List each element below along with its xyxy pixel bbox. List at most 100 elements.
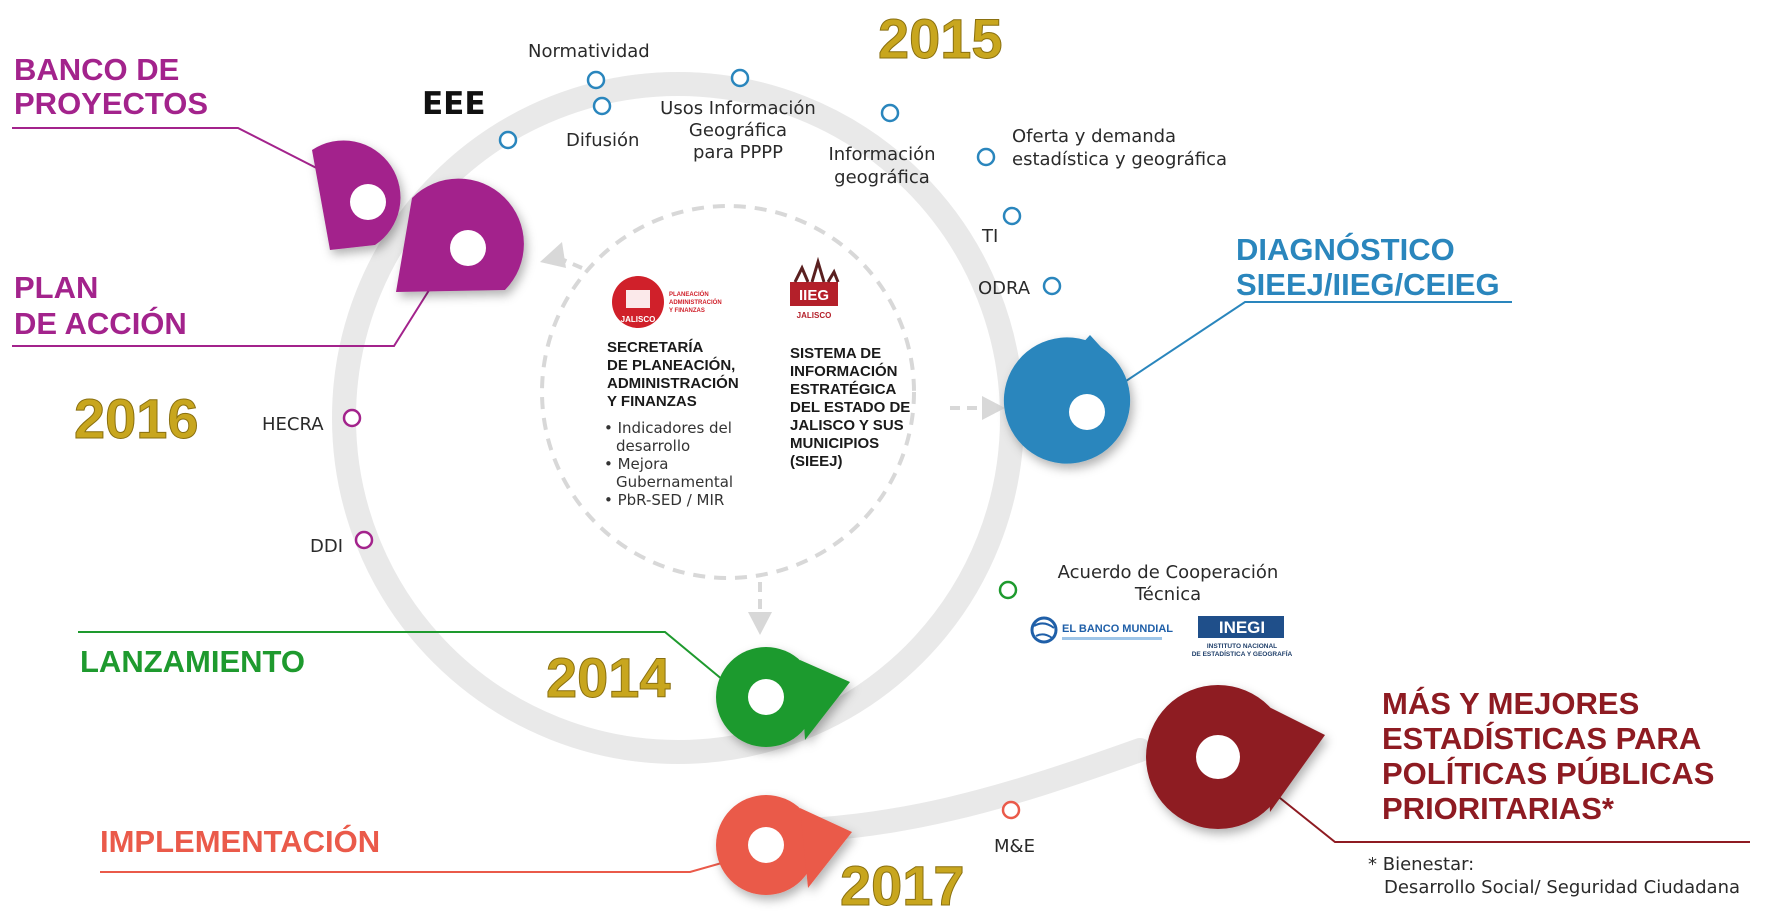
svg-text:EL BANCO MUNDIAL: EL BANCO MUNDIAL: [1062, 623, 1173, 635]
label-infogeo: Información geográfica: [828, 144, 935, 188]
svg-text:estadística y geográfica: estadística y geográfica: [1012, 149, 1227, 170]
svg-text:Y FINANZAS: Y FINANZAS: [607, 393, 697, 410]
svg-text:INFORMACIÓN: INFORMACIÓN: [790, 362, 898, 380]
connector-banco: [12, 127, 341, 181]
label-odra: ODRA: [978, 278, 1031, 299]
svg-text:POLÍTICAS PÚBLICAS: POLÍTICAS PÚBLICAS: [1382, 755, 1714, 791]
svg-text:JALISCO Y SUS: JALISCO Y SUS: [790, 417, 904, 434]
svg-text:DE ACCIÓN: DE ACCIÓN: [14, 305, 187, 341]
svg-text:BANCO DE: BANCO DE: [14, 52, 179, 87]
dot-odra: [1042, 276, 1062, 296]
connector-diagnostico: [1119, 301, 1512, 386]
svg-text:DE ESTADÍSTICA Y GEOGRAFÍA: DE ESTADÍSTICA Y GEOGRAFÍA: [1192, 649, 1293, 658]
svg-text:ADMINISTRACIÓN: ADMINISTRACIÓN: [669, 298, 722, 306]
arrow-right: [950, 396, 1005, 420]
connector-lanzamiento: [78, 631, 736, 691]
svg-text:Información: Información: [828, 144, 935, 165]
dot-eee: [498, 130, 518, 150]
stage-banco: BANCO DE PROYECTOS: [14, 52, 208, 121]
svg-text:desarrollo: desarrollo: [616, 437, 690, 455]
svg-text:Usos Información: Usos Información: [660, 98, 816, 119]
label-acuerdo: Acuerdo de Cooperación Técnica: [1058, 562, 1279, 605]
label-usos: Usos Información Geográfica para PPPP: [660, 98, 816, 163]
year-2016: 2016: [74, 387, 199, 450]
svg-text:ESTADÍSTICAS PARA: ESTADÍSTICAS PARA: [1382, 721, 1701, 756]
pin-lanzamiento: [716, 647, 850, 747]
svg-text:MUNICIPIOS: MUNICIPIOS: [790, 435, 879, 452]
svg-text:JALISCO: JALISCO: [797, 311, 832, 320]
svg-text:MÁS Y MEJORES: MÁS Y MEJORES: [1382, 686, 1639, 721]
stage-goal: MÁS Y MEJORES ESTADÍSTICAS PARA POLÍTICA…: [1382, 686, 1714, 826]
dot-acuerdo: [998, 580, 1018, 600]
connector-goal: [1269, 789, 1750, 843]
milestone-dots: [342, 68, 1062, 820]
year-2014: 2014: [546, 646, 671, 709]
svg-text:SECRETARÍA: SECRETARÍA: [607, 339, 704, 356]
svg-text:JALISCO: JALISCO: [621, 315, 656, 324]
svg-text:DEL ESTADO DE: DEL ESTADO DE: [790, 399, 910, 416]
pin-banco: [312, 140, 401, 250]
dot-me: [1001, 800, 1021, 820]
svg-text:Desarrollo Social/ Seguridad C: Desarrollo Social/ Seguridad Ciudadana: [1384, 877, 1740, 898]
pin-goal: [1146, 685, 1325, 829]
iieg-logo: IIEG JALISCO: [790, 256, 840, 320]
svg-text:para PPPP: para PPPP: [693, 142, 783, 163]
svg-text:Acuerdo de Cooperación: Acuerdo de Cooperación: [1058, 562, 1279, 583]
dot-ddi: [354, 530, 374, 550]
sistema-block: SISTEMA DE INFORMACIÓN ESTRATÉGICA DEL E…: [790, 345, 910, 470]
svg-text:PLAN: PLAN: [14, 270, 98, 305]
svg-text:• Indicadores del: • Indicadores del: [604, 419, 732, 437]
label-oferta: Oferta y demanda estadística y geográfic…: [1012, 126, 1227, 170]
svg-text:SISTEMA DE: SISTEMA DE: [790, 345, 881, 362]
svg-text:PRIORITARIAS*: PRIORITARIAS*: [1382, 791, 1615, 826]
dot-oferta: [976, 147, 996, 167]
svg-text:Gubernamental: Gubernamental: [616, 473, 733, 491]
stage-implementacion: IMPLEMENTACIÓN: [100, 823, 380, 859]
label-difusion: Difusión: [566, 130, 639, 151]
svg-text:• Mejora: • Mejora: [604, 455, 669, 473]
label-ti: TI: [981, 226, 998, 247]
label-ddi: DDI: [310, 536, 343, 557]
svg-text:INSTITUTO NACIONAL: INSTITUTO NACIONAL: [1207, 643, 1277, 650]
dot-usos: [730, 68, 750, 88]
pin-plan: [396, 178, 524, 292]
svg-text:PROYECTOS: PROYECTOS: [14, 86, 208, 121]
year-2017: 2017: [840, 854, 965, 915]
stage-plan: PLAN DE ACCIÓN: [14, 270, 187, 341]
svg-text:DE PLANEACIÓN,: DE PLANEACIÓN,: [607, 356, 735, 374]
center-dashed-circle: [540, 204, 916, 580]
stage-diagnostico: DIAGNÓSTICO SIEEJ/IIEG/CEIEG: [1236, 231, 1500, 302]
dot-hecra: [342, 408, 362, 428]
svg-text:IIEG: IIEG: [799, 287, 829, 304]
year-2015: 2015: [878, 7, 1003, 70]
label-normatividad: Normatividad: [528, 41, 650, 62]
banco-mundial-logo: EL BANCO MUNDIAL: [1030, 616, 1173, 644]
svg-text:* Bienestar:: * Bienestar:: [1368, 854, 1474, 875]
svg-text:PLANEACIÓN: PLANEACIÓN: [669, 290, 709, 298]
svg-text:Oferta y demanda: Oferta y demanda: [1012, 126, 1176, 147]
arrow-left: [540, 242, 583, 270]
dot-normatividad: [586, 70, 606, 90]
dot-difusion-top: [592, 96, 612, 116]
dot-infogeo: [880, 103, 900, 123]
secretaria-block: SECRETARÍA DE PLANEACIÓN, ADMINISTRACIÓN…: [607, 339, 739, 410]
label-hecra: HECRA: [262, 414, 324, 435]
svg-text:Geográfica: Geográfica: [689, 120, 787, 141]
svg-text:Y FINANZAS: Y FINANZAS: [669, 308, 705, 314]
pin-diagnostico: [1003, 335, 1131, 464]
svg-text:• PbR-SED / MIR: • PbR-SED / MIR: [604, 491, 724, 509]
dot-ti: [1002, 206, 1022, 226]
svg-text:SIEEJ/IIEG/CEIEG: SIEEJ/IIEG/CEIEG: [1236, 267, 1500, 302]
svg-text:DIAGNÓSTICO: DIAGNÓSTICO: [1236, 231, 1455, 267]
label-me: M&E: [994, 836, 1035, 857]
svg-text:(SIEEJ): (SIEEJ): [790, 453, 843, 470]
footnote: * Bienestar: Desarrollo Social/ Segurida…: [1368, 854, 1740, 898]
arrow-down: [748, 582, 772, 635]
eee-label: EEE: [422, 86, 486, 122]
secretaria-bullets: • Indicadores del desarrollo • Mejora Gu…: [604, 419, 733, 509]
svg-text:ESTRATÉGICA: ESTRATÉGICA: [790, 381, 897, 398]
inegi-logo: INEGI INSTITUTO NACIONAL DE ESTADÍSTICA …: [1192, 616, 1293, 658]
pin-implementacion: [716, 795, 852, 895]
svg-text:INEGI: INEGI: [1219, 618, 1265, 637]
